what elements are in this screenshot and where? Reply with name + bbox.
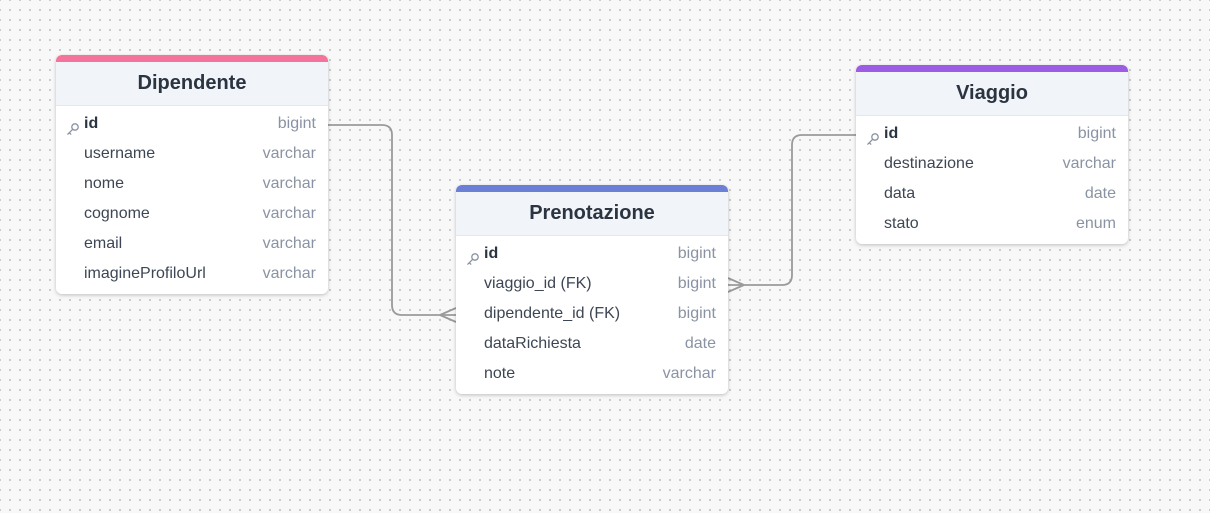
field-name: data	[884, 185, 916, 202]
field-name: cognome	[84, 205, 150, 222]
table-title[interactable]: Dipendente	[56, 62, 328, 106]
field-row[interactable]: imagineProfiloUrl varchar	[56, 259, 328, 289]
field-type: varchar	[262, 235, 316, 252]
field-type: date	[684, 335, 716, 352]
field-row[interactable]: dipendente_id (FK) bigint	[456, 299, 728, 329]
field-type: varchar	[262, 175, 316, 192]
field-name: id	[884, 125, 899, 142]
key-icon	[866, 127, 880, 145]
field-row[interactable]: id bigint	[456, 239, 728, 269]
table-accent-bar	[456, 185, 728, 192]
field-type: enum	[1075, 215, 1116, 232]
key-icon	[66, 117, 80, 135]
field-type: varchar	[662, 365, 716, 382]
key-icon	[466, 247, 480, 265]
field-type: bigint	[677, 305, 716, 322]
field-name: id	[84, 115, 99, 132]
field-row[interactable]: id bigint	[856, 119, 1128, 149]
field-type: bigint	[1077, 125, 1116, 142]
field-row[interactable]: stato enum	[856, 209, 1128, 239]
field-name: email	[84, 235, 123, 252]
table-title[interactable]: Viaggio	[856, 72, 1128, 116]
field-type: bigint	[677, 245, 716, 262]
field-name: username	[84, 145, 156, 162]
field-type: bigint	[677, 275, 716, 292]
field-row[interactable]: nome varchar	[56, 169, 328, 199]
field-type: varchar	[262, 265, 316, 282]
field-name: id	[484, 245, 499, 262]
field-name: dataRichiesta	[484, 335, 581, 352]
field-row[interactable]: email varchar	[56, 229, 328, 259]
field-name: imagineProfiloUrl	[84, 265, 206, 282]
table-title[interactable]: Prenotazione	[456, 192, 728, 236]
crowfoot-viaggio-prenotazione	[727, 277, 745, 293]
field-row[interactable]: note varchar	[456, 359, 728, 389]
field-row[interactable]: viaggio_id (FK) bigint	[456, 269, 728, 299]
field-row[interactable]: username varchar	[56, 139, 328, 169]
field-row[interactable]: cognome varchar	[56, 199, 328, 229]
crowfoot-dipendente-prenotazione	[439, 307, 457, 323]
table-dipendente[interactable]: Dipendente id bigint username varchar nome va…	[56, 55, 328, 294]
table-accent-bar	[56, 55, 328, 62]
field-row[interactable]: data date	[856, 179, 1128, 209]
field-row[interactable]: destinazione varchar	[856, 149, 1128, 179]
field-name: viaggio_id (FK)	[484, 275, 592, 292]
table-accent-bar	[856, 65, 1128, 72]
field-type: varchar	[262, 145, 316, 162]
relationship-viaggio-prenotazione[interactable]	[728, 134, 856, 286]
field-row[interactable]: dataRichiesta date	[456, 329, 728, 359]
table-prenotazione[interactable]: Prenotazione id bigint viaggio_id (FK) bigi…	[456, 185, 728, 394]
field-type: date	[1084, 185, 1116, 202]
field-type: varchar	[262, 205, 316, 222]
field-name: stato	[884, 215, 919, 232]
field-name: nome	[84, 175, 125, 192]
field-type: varchar	[1062, 155, 1116, 172]
table-fields: id bigint destinazione varchar data date stato…	[856, 116, 1128, 244]
field-type: bigint	[277, 115, 316, 132]
field-name: destinazione	[884, 155, 974, 172]
field-name: note	[484, 365, 516, 382]
field-name: dipendente_id (FK)	[484, 305, 621, 322]
relationship-dipendente-prenotazione[interactable]	[328, 124, 456, 316]
field-row[interactable]: id bigint	[56, 109, 328, 139]
